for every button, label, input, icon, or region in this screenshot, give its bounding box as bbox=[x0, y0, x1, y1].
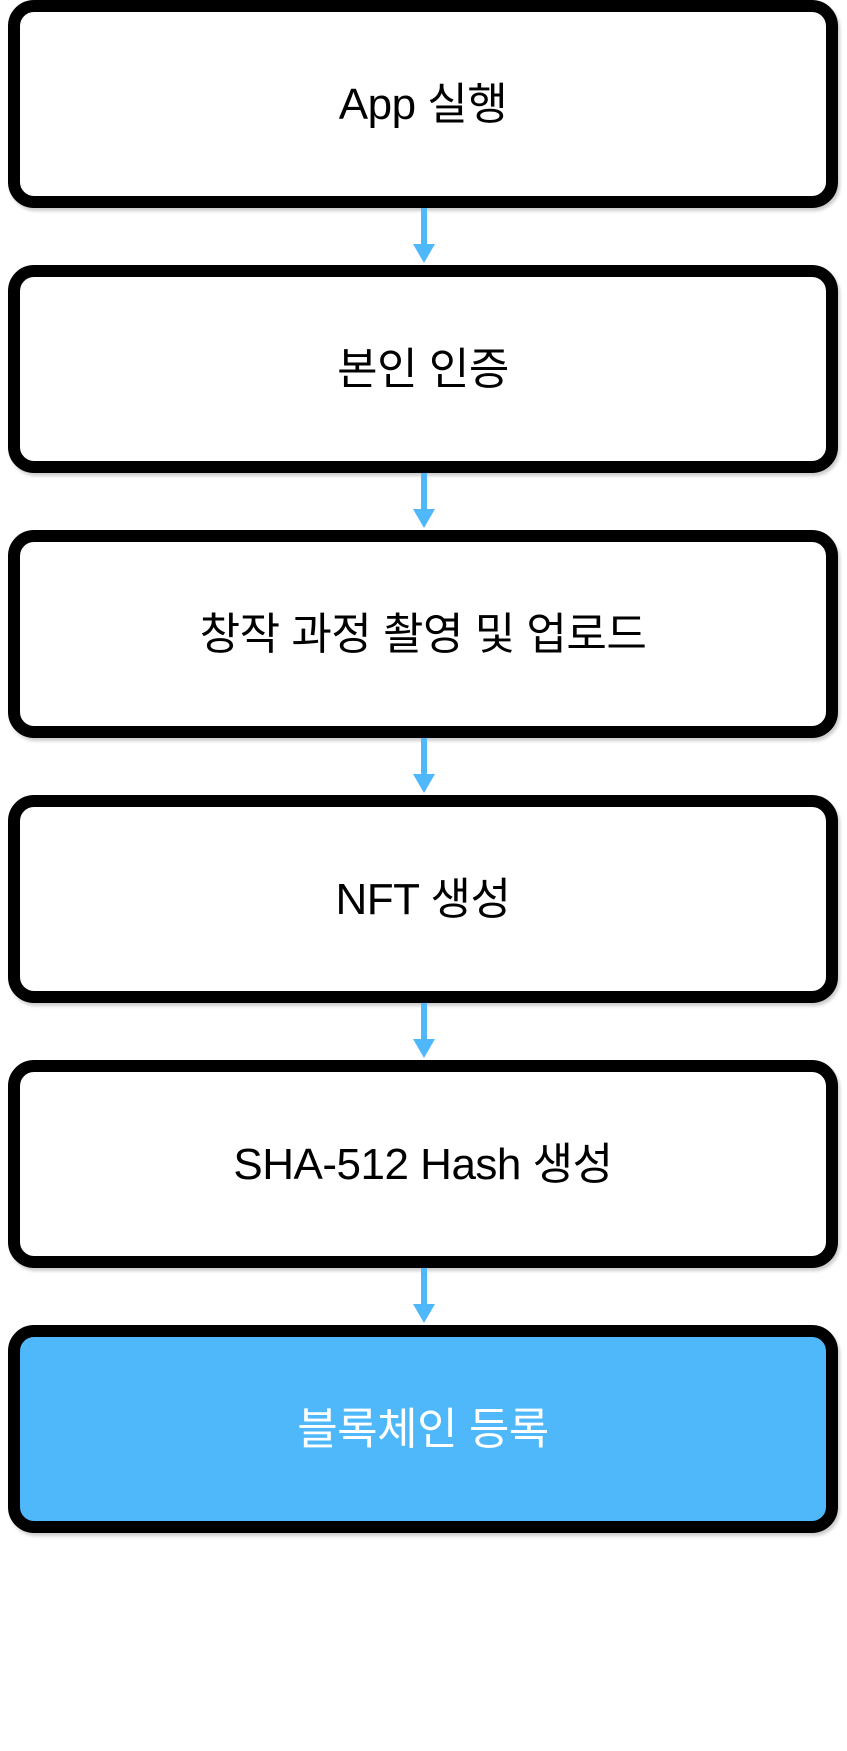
node-record-upload[interactable]: 창작 과정 촬영 및 업로드 bbox=[8, 530, 838, 738]
node-label: NFT 생성 bbox=[335, 874, 511, 924]
connector-sha512-hash-to-blockchain-register bbox=[0, 1268, 847, 1325]
node-app-launch[interactable]: App 실행 bbox=[8, 0, 838, 208]
node-label: 창작 과정 촬영 및 업로드 bbox=[199, 609, 647, 659]
arrow-down-icon bbox=[412, 1268, 435, 1323]
arrow-down-icon bbox=[412, 1003, 435, 1058]
connector-identity-verify-to-record-upload bbox=[0, 473, 847, 530]
connector-record-upload-to-nft-create bbox=[0, 738, 847, 795]
arrow-down-icon bbox=[412, 208, 435, 263]
connector-nft-create-to-sha512-hash bbox=[0, 1003, 847, 1060]
node-label: App 실행 bbox=[338, 79, 508, 129]
node-nft-create[interactable]: NFT 생성 bbox=[8, 795, 838, 1003]
connector-app-launch-to-identity-verify bbox=[0, 208, 847, 265]
node-blockchain-register[interactable]: 블록체인 등록 bbox=[8, 1325, 838, 1533]
arrow-down-icon bbox=[412, 738, 435, 793]
node-label: 본인 인증 bbox=[337, 344, 509, 394]
node-identity-verify[interactable]: 본인 인증 bbox=[8, 265, 838, 473]
node-sha512-hash[interactable]: SHA-512 Hash 생성 bbox=[8, 1060, 838, 1268]
node-label: SHA-512 Hash 생성 bbox=[233, 1139, 613, 1189]
node-label: 블록체인 등록 bbox=[297, 1404, 549, 1454]
arrow-down-icon bbox=[412, 473, 435, 528]
